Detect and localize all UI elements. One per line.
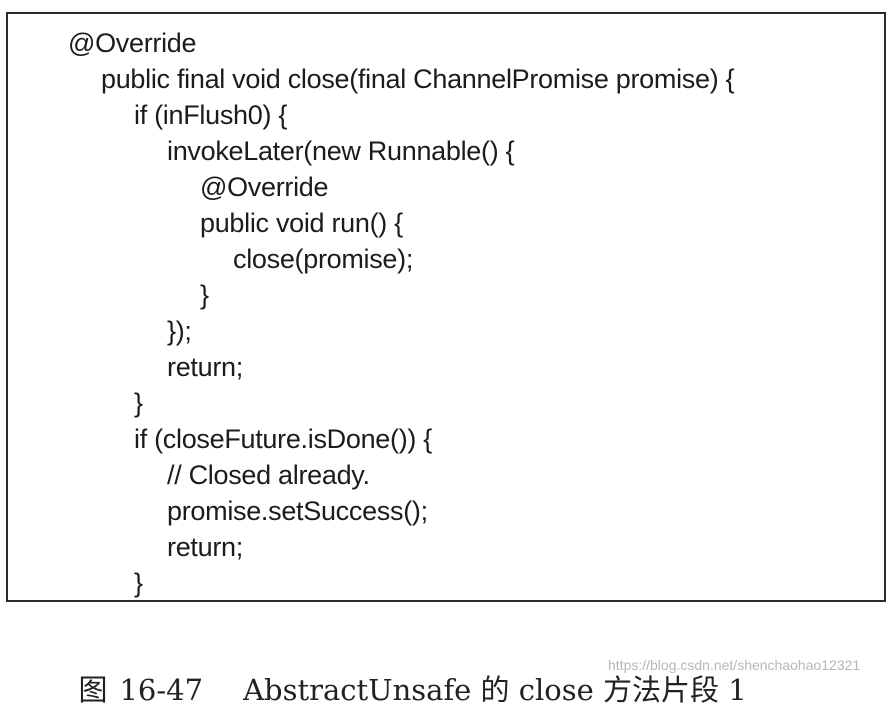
code-listing-box: @Override public final void close(final C… (6, 12, 886, 602)
caption-text: AbstractUnsafe 的 close 方法片段 1 (243, 673, 747, 707)
code-line: if (closeFuture.isDone()) { (134, 424, 432, 454)
code-line: return; (167, 532, 243, 562)
caption-label: 图 (78, 673, 108, 707)
code-line: } (134, 388, 143, 418)
code-line: // Closed already. (167, 460, 370, 490)
code-line: invokeLater(new Runnable() { (167, 136, 515, 166)
code-line: public final void close(final ChannelPro… (101, 64, 735, 94)
code-line: return; (167, 352, 243, 382)
code-line: @Override (68, 28, 197, 58)
code-line: } (134, 568, 143, 598)
caption-number: 16-47 (119, 673, 204, 707)
code-line: } (200, 280, 209, 310)
code-line: close(promise); (233, 244, 414, 274)
code-line: promise.setSuccess(); (167, 496, 428, 526)
code-line: }); (167, 316, 192, 346)
code-line: @Override (200, 172, 329, 202)
code-line: public void run() { (200, 208, 403, 238)
watermark-text: https://blog.csdn.net/shenchaohao12321 (608, 657, 861, 673)
code-line: if (inFlush0) { (134, 100, 288, 130)
